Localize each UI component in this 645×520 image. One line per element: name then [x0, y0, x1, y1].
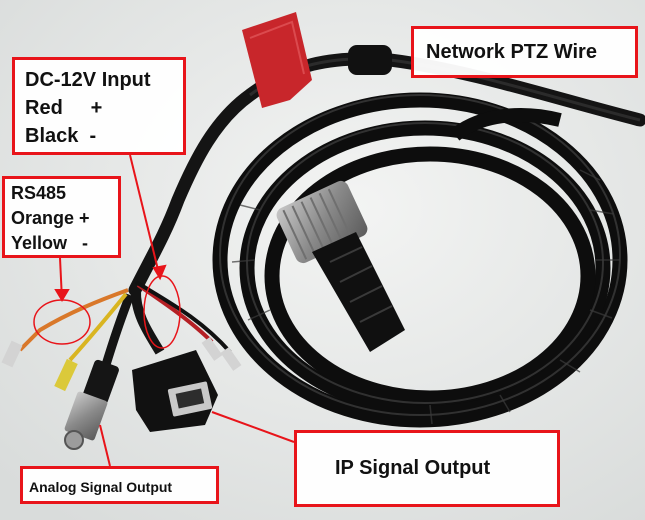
ip-signal-output-label: IP Signal Output [294, 430, 560, 507]
aviation-connector [276, 180, 405, 352]
dc-input-label: DC-12V Input Red + Black - [12, 57, 186, 155]
rj45-connector [132, 350, 218, 432]
analog-signal-output-label: Analog Signal Output [20, 466, 219, 504]
bnc-connector [64, 359, 119, 450]
rs485-title: RS485 [11, 183, 67, 203]
network-ptz-wire-label: Network PTZ Wire [411, 26, 638, 78]
ip-signal-output-text: IP Signal Output [335, 457, 491, 479]
dc-input-red: Red + [25, 97, 103, 119]
power-wire-circle [143, 275, 181, 349]
dc-input-title: DC-12V Input [25, 69, 151, 91]
red-tape [242, 12, 312, 108]
rs485-label: RS485 Orange + Yellow - [2, 176, 121, 258]
ferrite-bead [348, 45, 392, 75]
dc-input-black: Black - [25, 125, 97, 147]
rs485-yellow: Yellow - [11, 233, 89, 253]
analog-signal-output-text: Analog Signal Output [29, 479, 173, 495]
annotation-arrows [54, 154, 295, 467]
network-ptz-wire-text: Network PTZ Wire [426, 41, 597, 63]
rs485-orange: Orange + [11, 208, 90, 228]
